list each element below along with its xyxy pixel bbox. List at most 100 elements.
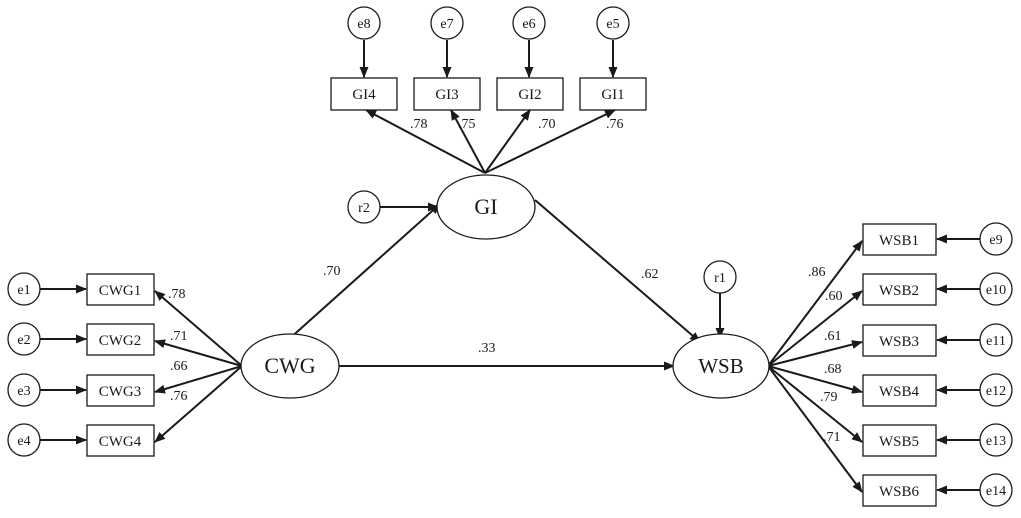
indicator-gi2-label: GI2 [518, 87, 541, 103]
gi-indicators: GI4 GI3 GI2 GI1 [330, 77, 647, 111]
gi-to-gi2-arrow [484, 109, 531, 174]
indicator-wsb4: WSB4 [862, 374, 937, 407]
indicator-cwg1-label: CWG1 [99, 283, 142, 299]
cwg-to-cwg4-arrow [154, 365, 243, 443]
indicator-wsb1-label: WSB1 [879, 233, 919, 249]
error-e6-label: e6 [522, 17, 535, 32]
cwg-indicators: CWG1 CWG2 CWG3 CWG4 [86, 273, 155, 457]
error-e2: e2 [7, 322, 41, 356]
latent-wsb: WSB [672, 333, 770, 399]
gi-to-gi1-arrow [484, 109, 616, 174]
wsb-to-wsb4-arrow [767, 365, 863, 394]
error-e14-label: e14 [986, 484, 1006, 499]
error-e14: e14 [979, 473, 1013, 507]
indicator-gi1-label: GI1 [601, 87, 624, 103]
coef-cwg3: .66 [170, 359, 188, 374]
latent-gi-label: GI [474, 194, 497, 219]
indicator-wsb1: WSB1 [862, 223, 937, 256]
coef-cwg-wsb: .33 [478, 341, 496, 356]
error-e13-label: e13 [986, 434, 1006, 449]
coef-gi4: .78 [410, 117, 428, 132]
coef-cwg-gi: .70 [323, 264, 341, 279]
latent-gi: GI [436, 174, 536, 240]
coef-gi2: .70 [538, 117, 556, 132]
wsb-to-wsb6-arrow [767, 365, 863, 493]
cwg-to-cwg1-arrow [154, 290, 243, 367]
residual-r2-label: r2 [358, 201, 370, 216]
error-e11-label: e11 [986, 334, 1006, 349]
gi-to-gi3-arrow [450, 109, 486, 174]
coefficient-labels: .70 .62 .33 .78 .75 .70 .76 .78 .71 .66 … [168, 117, 843, 445]
coef-wsb5: .79 [820, 390, 838, 405]
cwg-to-cwg3-arrow [154, 365, 243, 394]
residual-r2: r2 [347, 190, 381, 224]
indicator-wsb4-label: WSB4 [879, 384, 920, 400]
cwg-to-cwg2-arrow [154, 339, 243, 367]
gi-errors: e8 e7 e6 e5 [347, 6, 630, 40]
indicator-cwg3-label: CWG3 [99, 384, 142, 400]
error-e4-label: e4 [17, 434, 30, 449]
coef-gi3: .75 [458, 117, 476, 132]
indicator-wsb3-label: WSB3 [879, 334, 919, 350]
coef-wsb4: .68 [824, 362, 842, 377]
error-e11: e11 [979, 323, 1013, 357]
residual-r1: r1 [703, 260, 737, 294]
indicator-gi4-label: GI4 [352, 87, 376, 103]
indicator-wsb2-label: WSB2 [879, 283, 919, 299]
error-e13: e13 [979, 423, 1013, 457]
coef-wsb2: .60 [825, 289, 843, 304]
error-e8-label: e8 [357, 17, 370, 32]
indicator-wsb2: WSB2 [862, 273, 937, 306]
indicator-cwg2-label: CWG2 [99, 333, 142, 349]
coef-gi1: .76 [606, 117, 624, 132]
wsb-to-wsb3-arrow [767, 340, 863, 367]
indicator-cwg2: CWG2 [86, 323, 155, 356]
arrows [40, 40, 980, 495]
indicator-wsb5-label: WSB5 [879, 434, 919, 450]
wsb-to-wsb1-arrow [767, 240, 863, 367]
indicator-wsb6: WSB6 [862, 474, 937, 507]
coef-wsb6: .71 [823, 430, 841, 445]
coef-wsb3: .61 [824, 329, 842, 344]
error-e8: e8 [347, 6, 381, 40]
error-e9-label: e9 [989, 233, 1002, 248]
coef-cwg2: .71 [170, 329, 188, 344]
error-e7: e7 [430, 6, 464, 40]
indicator-cwg3: CWG3 [86, 374, 155, 407]
coef-cwg4: .76 [170, 389, 188, 404]
latent-cwg: CWG [240, 333, 340, 399]
error-e5-label: e5 [606, 17, 619, 32]
indicator-cwg1: CWG1 [86, 273, 155, 306]
wsb-indicators: WSB1 WSB2 WSB3 WSB4 WSB5 WSB6 [862, 223, 937, 507]
coef-wsb1: .86 [808, 265, 826, 280]
indicator-wsb6-label: WSB6 [879, 484, 920, 500]
error-e3: e3 [7, 373, 41, 407]
indicator-cwg4-label: CWG4 [99, 434, 142, 450]
error-e7-label: e7 [440, 17, 453, 32]
residual-r1-label: r1 [714, 271, 726, 286]
error-e4: e4 [7, 423, 41, 457]
indicator-gi2: GI2 [496, 77, 564, 111]
indicator-gi3: GI3 [413, 77, 481, 111]
coef-gi-wsb: .62 [641, 267, 659, 282]
error-e10: e10 [979, 272, 1013, 306]
wsb-to-wsb5-arrow [767, 365, 863, 443]
path-gi-to-wsb-arrow [534, 199, 701, 343]
path-cwg-to-gi-arrow [287, 203, 441, 341]
error-e9: e9 [979, 222, 1013, 256]
coef-cwg1: .78 [168, 287, 186, 302]
error-e12: e12 [979, 373, 1013, 407]
gi-to-gi4-arrow [365, 109, 486, 174]
wsb-errors: e9 e10 e11 e12 e13 e14 [979, 222, 1013, 507]
error-e5: e5 [596, 6, 630, 40]
error-e12-label: e12 [986, 384, 1006, 399]
error-e3-label: e3 [17, 384, 30, 399]
error-e10-label: e10 [986, 283, 1006, 298]
error-e2-label: e2 [17, 333, 30, 348]
error-e1: e1 [7, 272, 41, 306]
wsb-to-wsb2-arrow [767, 290, 863, 367]
indicator-gi3-label: GI3 [435, 87, 458, 103]
indicator-wsb3: WSB3 [862, 324, 937, 357]
indicator-wsb5: WSB5 [862, 424, 937, 457]
